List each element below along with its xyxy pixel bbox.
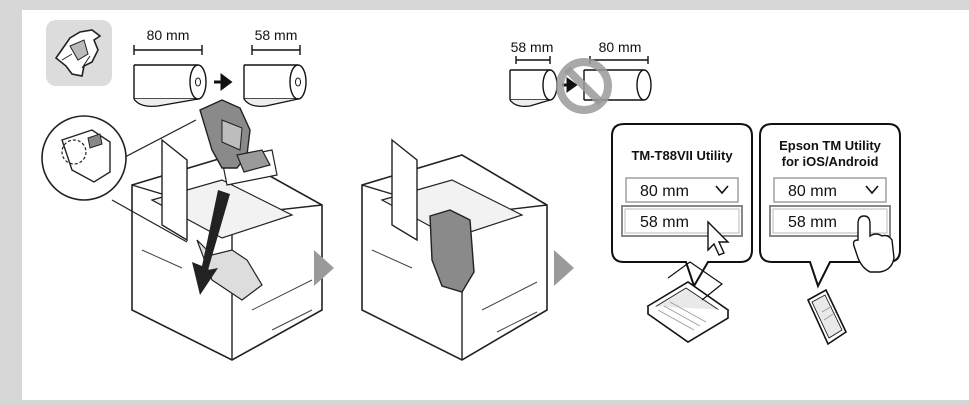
option-label: 58 mm (640, 214, 689, 231)
width-label-80: 80 mm (147, 27, 190, 43)
conversion-allowed: 80 mm 58 mm (133, 27, 307, 107)
paper-width-dropdown[interactable]: 80 mm (773, 177, 887, 203)
chevron-down-icon (715, 185, 729, 195)
printer-icon (361, 138, 548, 361)
prohibited-icon (556, 58, 612, 114)
printer-icon (131, 138, 323, 361)
paper-width-dropdown[interactable]: 80 mm (625, 177, 739, 203)
mouse-pointer-icon (707, 220, 730, 256)
pc-utility-callout: TM-T88VII Utility 80 mm 58 mm (611, 123, 753, 289)
mobile-utility-title-line2: for iOS/Android (782, 154, 879, 169)
pc-utility-title: TM-T88VII Utility (631, 148, 733, 163)
step-arrow-icon (314, 250, 334, 286)
width-label-58: 58 mm (255, 27, 298, 43)
dropdown-value: 80 mm (640, 183, 689, 200)
dropdown-value: 80 mm (788, 183, 837, 200)
roll-guide-part-icon (46, 20, 112, 86)
detail-callout (41, 115, 197, 243)
roll-guide-part-icon (199, 99, 271, 173)
laptop-icon (646, 261, 730, 343)
option-label: 58 mm (788, 214, 837, 231)
paper-roll-icon (133, 64, 207, 107)
width-label-58: 58 mm (511, 39, 554, 55)
paper-roll-icon (243, 64, 307, 107)
tablet-icon (806, 288, 848, 346)
pointing-hand-icon (852, 215, 895, 273)
paper-width-option-58[interactable]: 58 mm (621, 205, 743, 237)
insert-arrow (192, 190, 230, 295)
chevron-down-icon (865, 185, 879, 195)
paper-roll-icon (509, 69, 558, 107)
conversion-not-allowed: 58 mm 80 mm (509, 39, 652, 114)
illustration: 80 mm 58 mm 58 mm 80 m (41, 20, 901, 361)
mobile-utility-title-line1: Epson TM Utility (779, 138, 882, 153)
width-label-80: 80 mm (599, 39, 642, 55)
step-arrow-icon (554, 250, 574, 286)
arrow-right-icon (214, 73, 233, 91)
paper-width-option-58[interactable]: 58 mm (769, 205, 891, 237)
mobile-utility-callout: Epson TM Utility for iOS/Android 80 mm 5… (759, 123, 901, 289)
instruction-panel: 80 mm 58 mm 58 mm 80 m (22, 10, 969, 400)
